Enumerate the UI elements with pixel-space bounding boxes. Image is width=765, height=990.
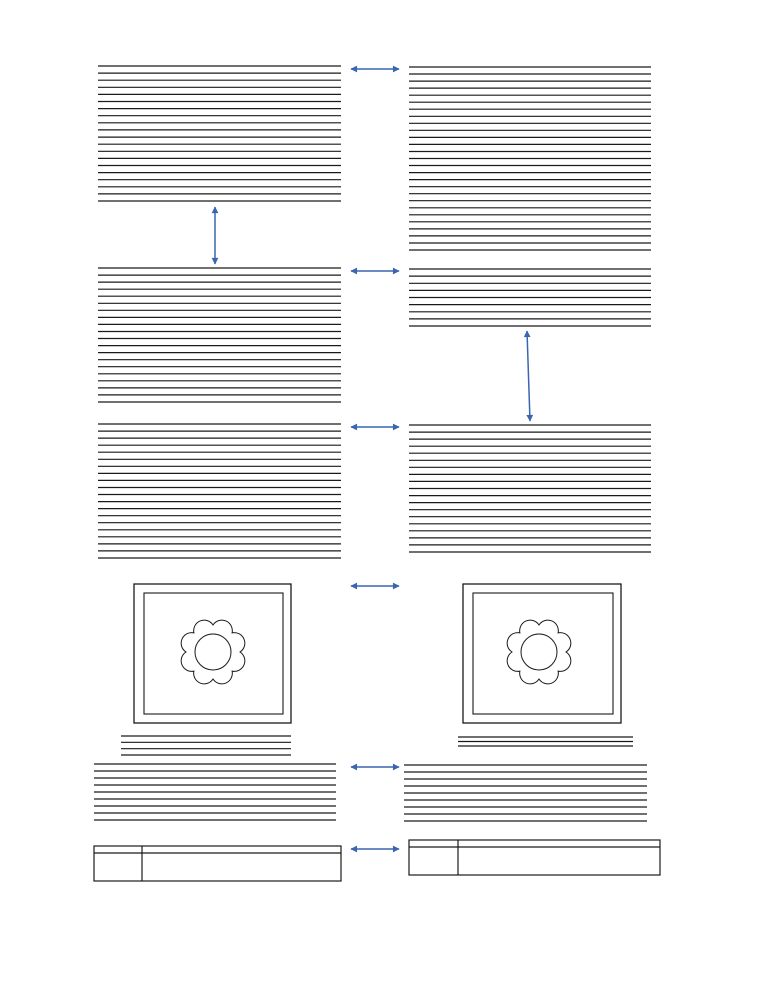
table-border (93, 845, 342, 882)
table-border (408, 839, 661, 876)
figure-frame-inner (143, 592, 284, 715)
double-arrow-icon (523, 330, 534, 422)
figure-image (133, 583, 292, 724)
text-block (98, 423, 341, 559)
figure-frame-outer (462, 583, 622, 724)
text-block (458, 736, 633, 747)
flower-image-icon (506, 619, 572, 685)
flower-center (520, 633, 558, 671)
text-block (98, 65, 341, 202)
text-block (404, 764, 647, 822)
flower-center (194, 633, 232, 671)
table (408, 839, 661, 876)
figure-frame-inner (472, 592, 614, 715)
table (93, 845, 342, 882)
text-block (409, 424, 651, 553)
flower-image-icon (180, 619, 246, 685)
text-block (121, 735, 291, 756)
text-block (409, 66, 651, 251)
text-block (98, 267, 341, 403)
text-block (94, 763, 336, 821)
figure-image (462, 583, 622, 724)
text-block (409, 268, 651, 327)
figure-frame-outer (133, 583, 292, 724)
